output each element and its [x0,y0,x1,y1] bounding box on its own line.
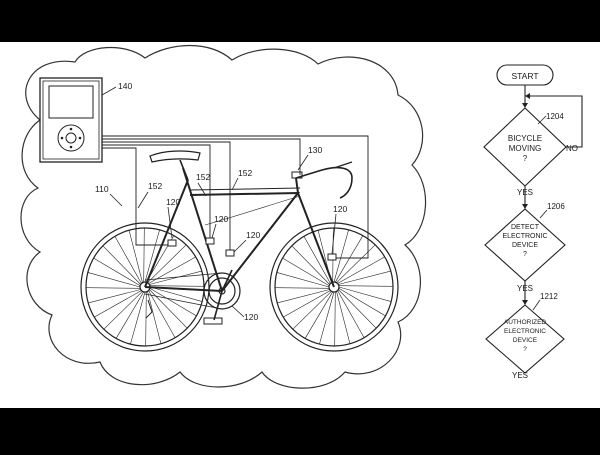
step-1206-line-3: DEVICE [512,242,538,249]
wheel-spoke [319,291,335,345]
step-1212-line-3: DEVICE [513,337,538,344]
step-1204-no: NO [566,144,578,153]
label-120-tube: 120 [214,214,228,224]
sensor-wiring [102,135,369,259]
wheel-spoke [275,287,330,289]
wheel-spoke [130,291,146,345]
ref-1204: 1204 [546,112,564,121]
cloud-outline [20,44,427,389]
step-1204-line-2: MOVING [509,144,541,153]
label-120-crank: 120 [244,312,258,322]
step-1206-line-4: ? [523,251,527,258]
ref-1206: 1206 [547,202,565,211]
sensor-seat-tube [205,237,215,245]
wheel-spoke [282,257,330,286]
wheel-spoke [94,290,142,318]
wheel-spoke [149,270,202,285]
step-1212-line-4: ? [523,346,527,353]
front-wheel [269,222,399,352]
label-130: 130 [308,145,322,155]
wheel-spoke [144,229,160,283]
wheel-spoke [291,245,330,285]
step-1204-yes: YES [517,188,533,197]
wheel-spoke [338,289,377,329]
wheel-spoke [86,287,141,289]
wheel-spoke [276,272,330,288]
wheel-spoke [338,288,386,317]
wheel-spoke [333,229,349,283]
paper [0,42,600,408]
wheel-spoke [336,291,351,344]
flowchart [483,64,583,374]
wheel-spoke [88,289,141,304]
sensor-fork [327,253,337,261]
wheel-spoke [102,245,141,285]
wheel-spoke [277,289,330,304]
step-1206-yes: YES [517,284,533,293]
sensor-down-tube [225,249,235,257]
step-1212-yes: YES [512,371,528,380]
wheel-spoke [114,236,142,284]
wheel-spoke [128,230,143,283]
click-wheel-icon [57,124,85,152]
wheel-spoke [87,272,141,288]
label-120-down: 120 [246,230,260,240]
wheel-spoke [334,291,336,346]
decision-authorized-device [485,304,565,374]
sensor-chainstay [167,239,177,247]
ref-1212: 1212 [540,292,558,301]
wheel-spoke [103,291,143,330]
wheel-spoke [93,257,141,286]
wheel-spoke [292,291,332,330]
wheel-spoke [147,244,187,283]
wheel-spoke [338,285,393,287]
wheel-spoke [337,290,365,338]
step-1206-line-1: DETECT [511,224,540,231]
step-1204-line-1: BICYCLE [508,134,542,143]
label-120-seat: 120 [166,197,180,207]
wheel-spoke [338,270,391,285]
saddle [149,150,201,163]
bicycle [80,150,399,352]
label-152-middle: 152 [196,172,210,182]
step-1204-line-3: ? [523,154,528,163]
wheel-spoke [283,290,331,318]
step-1212-line-1: AUTHORIZED [504,319,547,326]
label-152-left: 152 [148,181,162,191]
wheel-spoke [147,291,162,344]
wheel-spoke [337,256,385,284]
label-152-right: 152 [238,168,252,178]
wheel-spoke [148,290,176,338]
wheel-spoke [149,286,203,302]
wheel-spoke [336,244,376,283]
wheel-spoke [149,288,197,317]
start-label: START [511,71,538,81]
wheel-spoke [338,286,392,302]
wheel-spoke [335,235,364,283]
bicycle-frame [144,167,335,292]
step-1212-line-2: ELECTRONIC [504,328,546,335]
label-140: 140 [118,81,132,91]
electronic-device-140 [39,77,103,163]
wheel-spoke [304,291,333,339]
wheel-spoke [303,236,331,284]
rear-wheel [80,222,210,352]
wheel-spoke [115,291,144,339]
wheel-spoke [145,291,147,346]
step-1206-line-2: ELECTRONIC [502,233,547,240]
label-120-front: 120 [333,204,347,214]
wheel-spoke [143,228,145,283]
label-110: 110 [95,184,109,194]
wheel-spoke [149,285,204,287]
